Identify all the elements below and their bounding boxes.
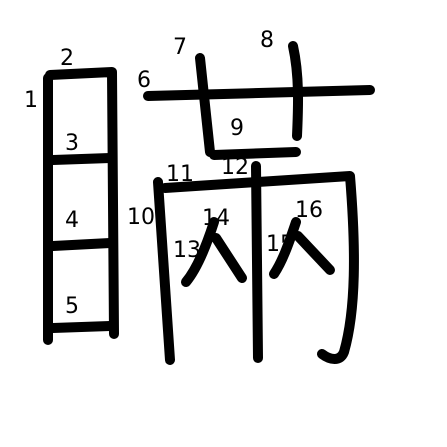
stroke-15	[269, 217, 301, 279]
stroke-13	[181, 217, 219, 287]
stroke-9	[209, 147, 301, 160]
stroke-16	[293, 231, 335, 275]
stroke-11	[160, 171, 359, 364]
stroke-number-label-1: 1	[24, 88, 38, 113]
character-strokes	[43, 41, 375, 365]
stroke-8	[288, 41, 304, 141]
stroke-number-label-10: 10	[127, 205, 155, 230]
stroke-number-label-11: 11	[166, 162, 194, 187]
stroke-number-label-9: 9	[230, 116, 244, 141]
stroke-number-label-2: 2	[60, 46, 74, 71]
stroke-number-label-13: 13	[173, 238, 201, 263]
stroke-number-label-4: 4	[65, 208, 79, 233]
stroke-2	[45, 67, 119, 339]
stroke-5	[48, 321, 115, 333]
stroke-12	[251, 161, 263, 363]
stroke-number-label-16: 16	[295, 198, 323, 223]
stroke-number-label-7: 7	[173, 35, 187, 60]
stroke-3	[48, 153, 115, 165]
stroke-number-label-12: 12	[221, 155, 249, 180]
stroke-number-label-14: 14	[202, 206, 230, 231]
stroke-number-label-15: 15	[266, 232, 294, 257]
stroke-number-label-6: 6	[137, 68, 151, 93]
stroke-number-label-8: 8	[260, 28, 274, 53]
stroke-14	[211, 233, 247, 283]
stroke-number-label-5: 5	[65, 294, 79, 319]
stroke-4	[48, 238, 115, 251]
stroke-10	[153, 177, 175, 365]
stroke-7	[195, 53, 215, 157]
stroke-6	[143, 85, 375, 101]
stroke-number-label-3: 3	[65, 131, 79, 156]
